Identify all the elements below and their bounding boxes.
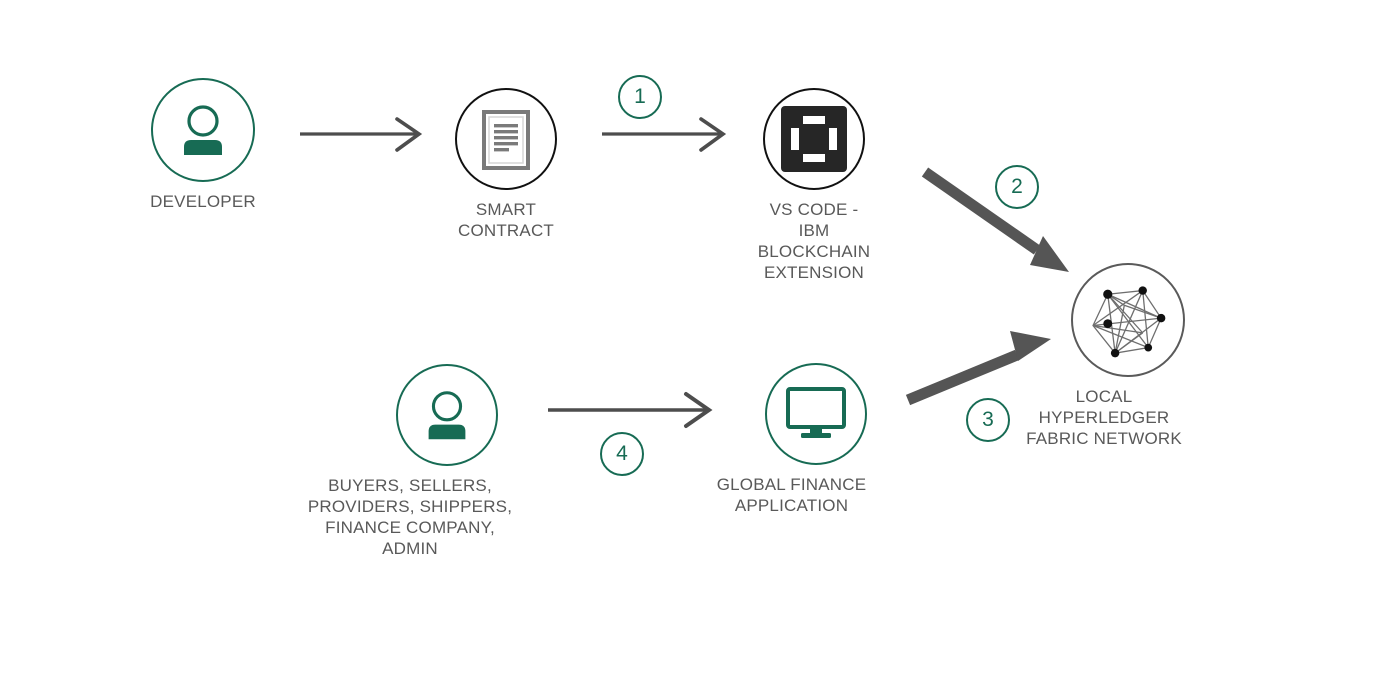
step-badge-4-number: 4: [616, 442, 628, 465]
developer-circle: [151, 78, 255, 182]
node-vs-code-extension[interactable]: VS CODE - IBM BLOCKCHAIN EXTENSION: [758, 88, 870, 283]
document-icon: [482, 110, 530, 170]
step-badge-2-number: 2: [1011, 175, 1023, 198]
node-developer[interactable]: DEVELOPER: [150, 78, 256, 212]
node-local-network[interactable]: LOCAL HYPERLEDGER FABRIC NETWORK: [1026, 263, 1185, 449]
network-mesh-icon: [1092, 286, 1166, 358]
person-icon: [184, 105, 222, 155]
global-finance-app-circle: [765, 363, 867, 465]
node-participants[interactable]: BUYERS, SELLERS, PROVIDERS, SHIPPERS, FI…: [308, 364, 512, 559]
person-icon: [428, 391, 466, 440]
vs-code-extension-circle: [763, 88, 865, 190]
step-badge-2: 2: [995, 165, 1039, 209]
ibm-blockchain-icon: [781, 106, 847, 172]
step-badge-1-number: 1: [634, 85, 646, 108]
local-network-label: LOCAL HYPERLEDGER FABRIC NETWORK: [1026, 387, 1182, 448]
participants-circle: [396, 364, 498, 466]
arrow-developer-to-contract: [300, 117, 423, 152]
step-badge-4: 4: [600, 432, 644, 476]
local-network-circle: [1071, 263, 1185, 377]
smart-contract-circle: [455, 88, 557, 190]
vs-code-extension-label: VS CODE - IBM BLOCKCHAIN EXTENSION: [757, 200, 871, 282]
developer-label: DEVELOPER: [150, 192, 256, 211]
monitor-icon: [786, 387, 846, 438]
step-badge-3-number: 3: [982, 408, 994, 431]
arrow-participants-to-app: [548, 392, 713, 428]
participants-label: BUYERS, SELLERS, PROVIDERS, SHIPPERS, FI…: [307, 476, 513, 558]
smart-contract-label: SMART CONTRACT: [457, 200, 555, 240]
step-badge-1: 1: [618, 75, 662, 119]
step-badge-3: 3: [966, 398, 1010, 442]
node-smart-contract[interactable]: SMART CONTRACT: [455, 88, 557, 241]
global-finance-app-label: GLOBAL FINANCE APPLICATION: [716, 475, 867, 515]
node-global-finance-app[interactable]: GLOBAL FINANCE APPLICATION: [717, 363, 867, 516]
arrow-contract-to-vscode: [602, 117, 727, 152]
